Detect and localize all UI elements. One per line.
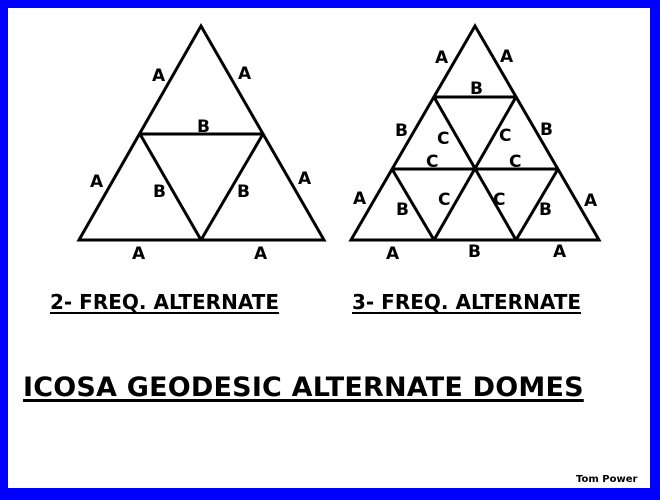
page-title: ICOSA GEODESIC ALTERNATE DOMES <box>23 372 584 403</box>
edge-label: C <box>509 152 521 172</box>
edge-label: C <box>438 190 450 210</box>
edge-label: C <box>426 152 438 172</box>
edge-label: B <box>468 242 481 262</box>
edge-label: B <box>395 121 408 141</box>
edge-label: A <box>553 242 567 262</box>
inner-edge-right-2freq <box>199 133 265 241</box>
triangle-3freq <box>348 23 602 242</box>
inner-edge-left-2freq <box>138 133 203 241</box>
geodesic-diagrams: A A B A B B A A A A A B B C C B <box>76 22 602 264</box>
edge-label: A <box>584 191 598 211</box>
edge-label: A <box>254 244 268 264</box>
edge-label: B <box>197 117 210 137</box>
edge-label: A <box>132 244 146 264</box>
caption-2freq: 2- FREQ. ALTERNATE <box>50 290 280 314</box>
edge-label: B <box>237 182 250 202</box>
author-credit: Tom Power <box>576 474 638 485</box>
labels-2freq: A A B A B B A A A <box>90 64 312 264</box>
outer-triangle-3freq <box>348 23 602 242</box>
triangle-2freq <box>76 22 327 242</box>
edge-label: A <box>298 169 312 189</box>
edge-label: C <box>499 126 511 146</box>
edge-label: B <box>396 200 409 220</box>
edge-label: C <box>493 190 505 210</box>
edge-label: A <box>353 189 367 209</box>
edge-label: A <box>238 64 252 84</box>
caption-3freq: 3- FREQ. ALTERNATE <box>352 290 582 314</box>
edge-label: B <box>153 182 166 202</box>
inner-edge-3freq <box>514 168 560 241</box>
edge-label: B <box>539 200 552 220</box>
edge-label: B <box>540 120 553 140</box>
edge-label: C <box>437 129 449 149</box>
edge-label: A <box>435 48 449 68</box>
labels-3freq: A A B B C C B C C A B C C B A A B A <box>353 47 598 264</box>
white-canvas: A A B A B B A A A A A B B C C B <box>8 8 650 488</box>
edge-label: A <box>386 244 400 264</box>
inner-edge-3freq <box>390 168 436 241</box>
edge-label: A <box>500 47 514 67</box>
edge-label: A <box>152 66 166 86</box>
edge-label: B <box>470 79 483 99</box>
edge-label: A <box>90 172 104 192</box>
inner-edge-3freq <box>432 96 518 241</box>
